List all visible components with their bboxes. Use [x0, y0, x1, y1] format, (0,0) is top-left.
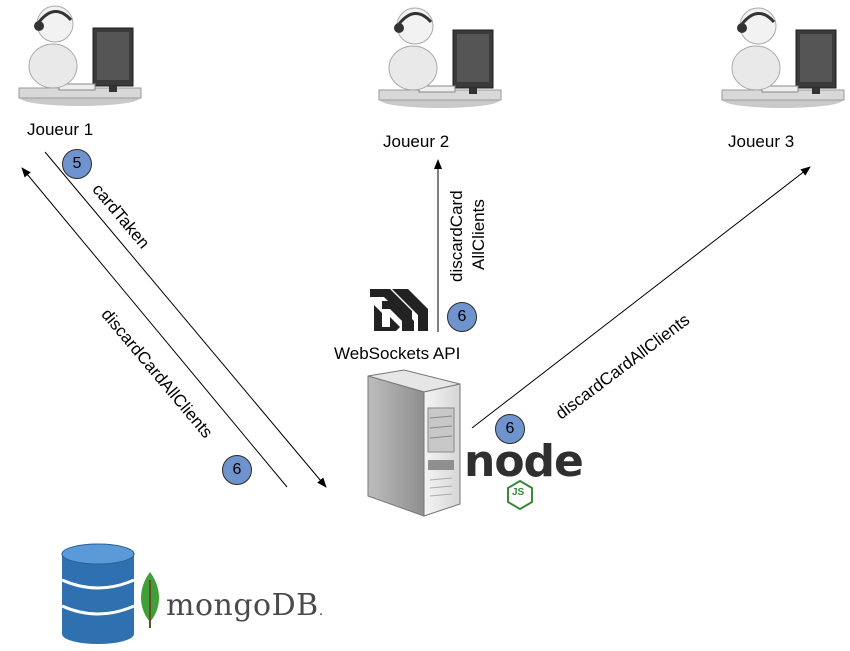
- step-badge-discard-to-p2: 6: [447, 302, 477, 332]
- edge-card-taken: [44, 151, 327, 488]
- edge-discard-to-p3: [471, 166, 811, 429]
- server-icon: [367, 369, 461, 517]
- websocket-api-label: WebSockets API: [334, 344, 461, 363]
- player-at-computer-icon: [721, 7, 845, 108]
- database-icon: [61, 543, 135, 644]
- nodejs-js-badge: JS: [512, 487, 525, 498]
- player-2-label: Joueur 2: [383, 132, 450, 151]
- edge-label-discard-to-p2-line1: discardCard: [447, 190, 466, 282]
- mongodb-leaf-icon: [141, 572, 159, 628]
- nodejs-hexagon-icon: [507, 480, 533, 510]
- player-at-computer-icon: [18, 5, 142, 106]
- player-3-label: Joueur 3: [728, 132, 795, 151]
- player-1: Joueur 1: [15, 2, 145, 142]
- player-1-label: Joueur 1: [27, 120, 94, 139]
- nodejs-logo-text: node: [464, 436, 584, 487]
- step-badge-discard-to-p1: 6: [222, 455, 252, 485]
- mongodb-wordmark: mongoDB.: [166, 588, 324, 623]
- edge-discard-to-p1: [21, 167, 288, 488]
- step-badge-discard-to-p3: 6: [495, 414, 525, 444]
- websocket-icon: [370, 289, 428, 331]
- player-2: Joueur 2: [375, 4, 505, 154]
- mongodb-name-suffix: DB: [271, 588, 319, 623]
- player-at-computer-icon: [378, 7, 502, 108]
- mongodb-name-main: mongo: [166, 588, 272, 623]
- step-badge-card-taken: 5: [62, 149, 92, 179]
- edge-label-discard-to-p2-line2: AllClients: [469, 199, 488, 270]
- player-3: Joueur 3: [718, 4, 848, 154]
- mongodb-trademark: .: [318, 603, 324, 619]
